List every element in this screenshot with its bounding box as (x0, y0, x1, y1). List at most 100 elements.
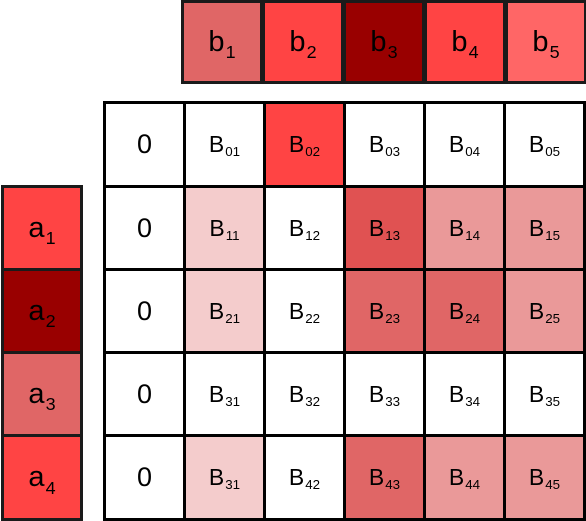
header-a2-symbol: a (28, 294, 45, 327)
matrix-cell-B12-subscript: 12 (305, 227, 321, 243)
matrix-cell-B05-symbol: B (528, 131, 545, 157)
matrix-cell-B31-symbol: B (208, 464, 225, 490)
matrix-cell-B13-subscript: 13 (385, 227, 401, 243)
zero-cell: 0 (103, 434, 186, 521)
header-a4-symbol: a (28, 461, 45, 493)
matrix-cell-B05-subscript: 05 (545, 144, 561, 160)
matrix-cell-B31-symbol: B (208, 380, 225, 407)
matrix-cell-B44-symbol: B (448, 464, 465, 490)
header-b1-subscript: 1 (225, 42, 236, 63)
matrix-cell-B33-symbol: B (368, 380, 385, 407)
matrix-cell-B24-symbol: B (448, 297, 465, 324)
matrix-cell-B04-symbol: B (448, 131, 465, 157)
matrix-cell-B11-symbol: B (209, 214, 225, 241)
header-b4-symbol: b (451, 25, 468, 58)
zero-cell: 0 (103, 185, 186, 271)
matrix-cell-B13-symbol: B (368, 214, 385, 241)
matrix-cell-B22-symbol: B (288, 297, 305, 324)
header-b3-symbol: b (370, 25, 387, 58)
header-a1-symbol: a (28, 211, 45, 244)
matrix-cell-B42-subscript: 42 (305, 477, 321, 493)
header-b3-subscript: 3 (387, 42, 398, 63)
matrix-cell-B14-subscript: 14 (465, 227, 481, 243)
matrix-cell-B01-symbol: B (208, 131, 225, 157)
header-a2-subscript: 2 (45, 311, 56, 332)
header-b2-symbol: b (289, 25, 306, 58)
zero-cell: 0 (103, 101, 186, 188)
matrix-cell-B15-symbol: B (528, 214, 545, 241)
matrix-cell-B35-subscript: 35 (545, 393, 561, 409)
header-a1-subscript: 1 (45, 228, 56, 249)
matrix-cell-B04-subscript: 04 (465, 144, 481, 160)
matrix-cell-B32-symbol: B (288, 380, 305, 407)
matrix-cell-B01-subscript: 01 (225, 144, 241, 160)
matrix-cell-B24-subscript: 24 (465, 310, 481, 326)
matrix-cell-B34-symbol: B (448, 380, 465, 407)
matrix-cell-B02-symbol: B (288, 131, 305, 157)
matrix-cell-B44-subscript: 44 (465, 477, 481, 493)
matrix-cell-B03-subscript: 03 (385, 144, 401, 160)
matrix-cell-B33-subscript: 33 (385, 393, 401, 409)
matrix-cell-B34-subscript: 34 (465, 393, 481, 409)
matrix-cell-B14-symbol: B (448, 214, 465, 241)
matrix-cell-B42-symbol: B (288, 464, 305, 490)
matrix-cell-B23-symbol: B (368, 297, 385, 324)
matrix-cell-B02-subscript: 02 (305, 144, 321, 160)
matrix-cell-B43-symbol: B (368, 464, 385, 490)
matrix-cell-B32-subscript: 32 (305, 393, 321, 409)
matrix-cell-B25-symbol: B (528, 297, 545, 324)
header-b4-subscript: 4 (468, 42, 479, 63)
matrix-cell-B23-subscript: 23 (385, 310, 401, 326)
matrix-cell-B31-subscript: 31 (225, 393, 241, 409)
matrix-cell-B03-symbol: B (368, 131, 385, 157)
matrix-cell-B15-subscript: 15 (545, 227, 561, 243)
header-b5-symbol: b (532, 25, 549, 58)
matrix-cell-B21-subscript: 21 (225, 310, 241, 326)
matrix-cell-B12-symbol: B (288, 214, 305, 241)
zero-cell: 0 (103, 351, 186, 437)
matrix-cell-B21-symbol: B (208, 297, 225, 324)
matrix-cell-B45-subscript: 45 (545, 477, 561, 493)
header-a4-subscript: 4 (45, 477, 56, 498)
header-b2-subscript: 2 (306, 42, 317, 63)
matrix-cell-B31-subscript: 31 (225, 477, 241, 493)
matrix-cell-B11-subscript: 11 (225, 227, 240, 243)
header-b1-symbol: b (208, 25, 225, 58)
matrix-cell-B43-subscript: 43 (385, 477, 401, 493)
matrix-cell-B22-subscript: 22 (305, 310, 321, 326)
